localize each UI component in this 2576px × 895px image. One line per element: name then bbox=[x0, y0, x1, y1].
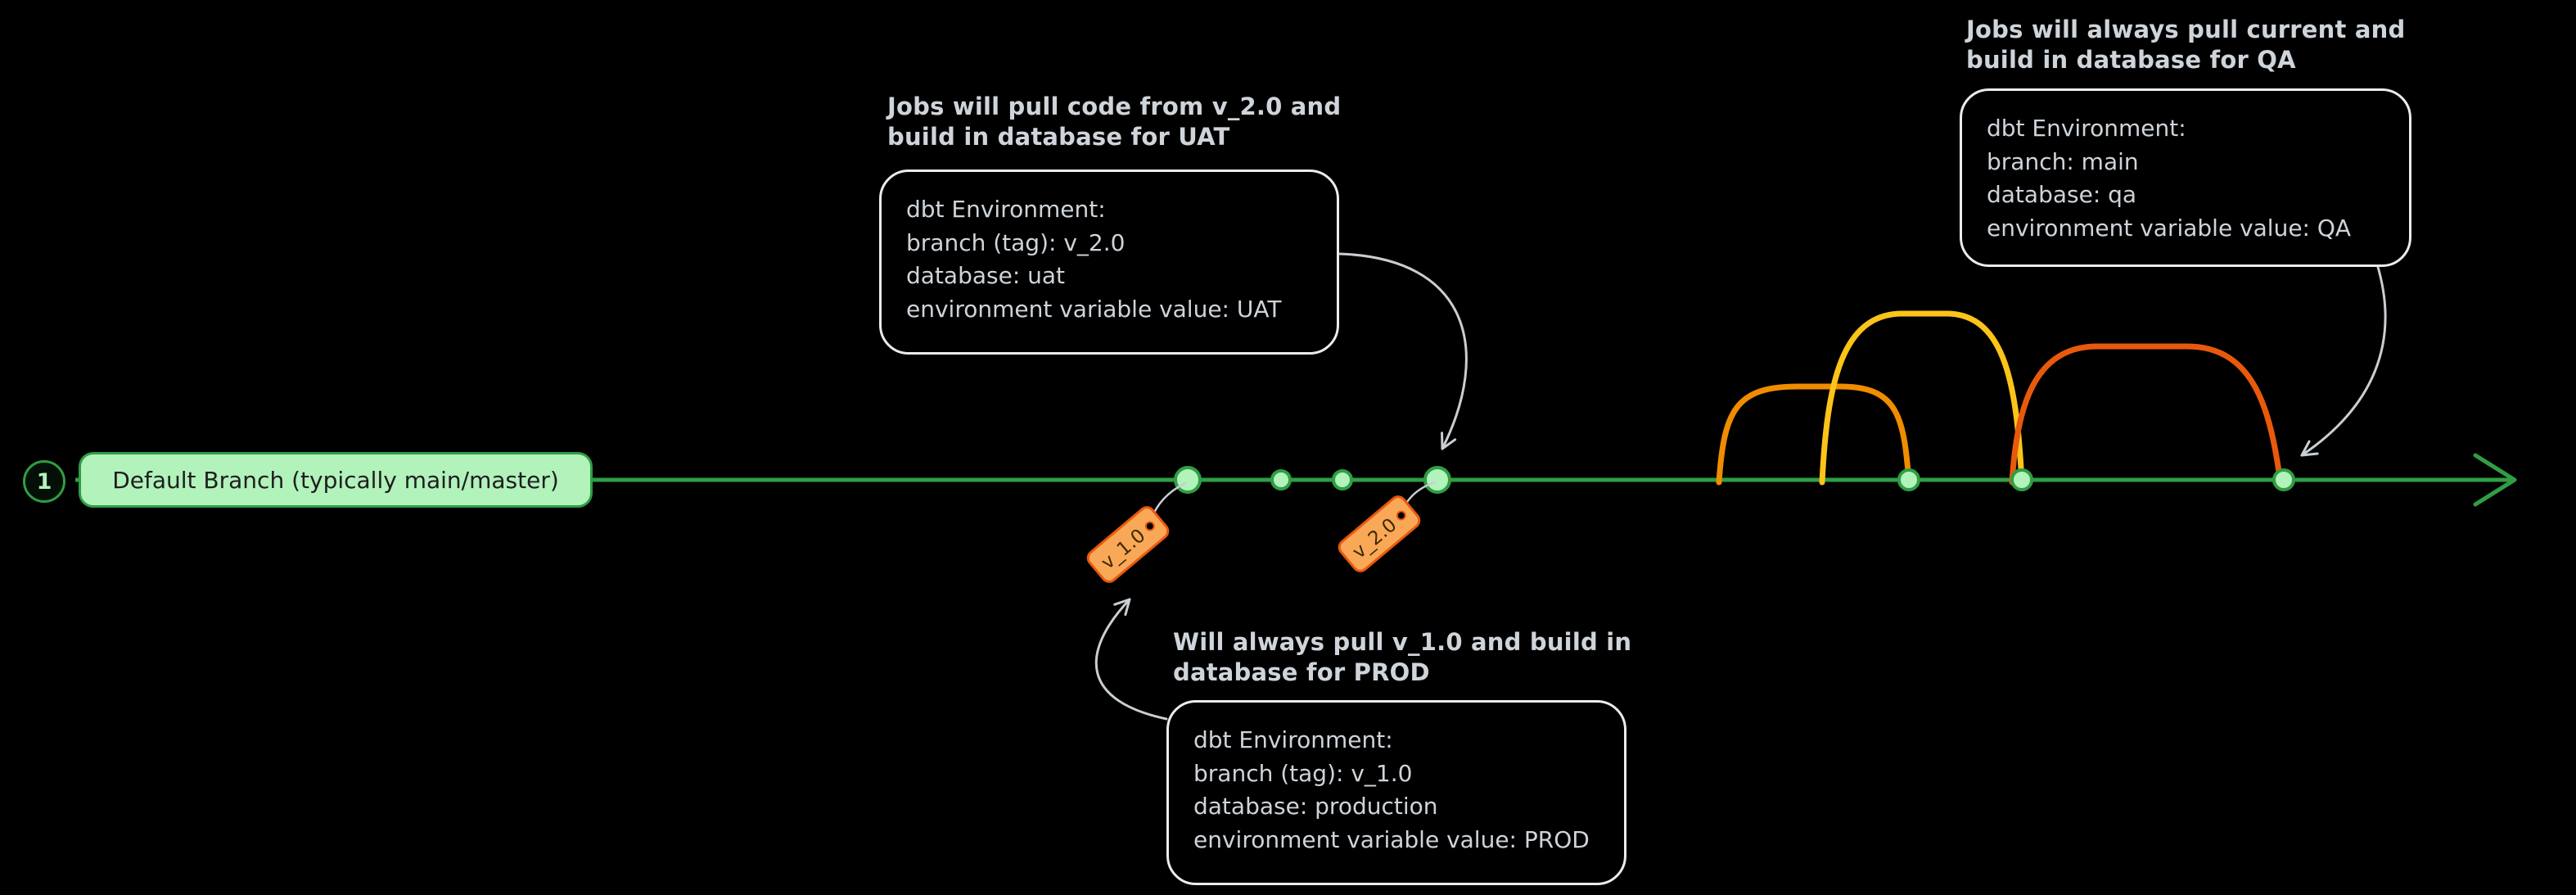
qa-line-2: branch: main bbox=[1987, 147, 2139, 175]
tag-v1: v_1.0 bbox=[1086, 506, 1170, 583]
commit-dot bbox=[1270, 469, 1292, 490]
commit-dot-merge-2 bbox=[2010, 468, 2033, 491]
feature-branch-arc-3 bbox=[2009, 343, 2284, 486]
commit-dot-current bbox=[2272, 468, 2295, 491]
commit-dot-v1-tag bbox=[1174, 466, 1202, 494]
uat-line-1: dbt Environment: bbox=[906, 196, 1106, 223]
prod-line-1: dbt Environment: bbox=[1193, 726, 1393, 753]
feature-branch-arc-2 bbox=[1819, 310, 2025, 486]
default-branch-label: Default Branch (typically main/master) bbox=[112, 466, 559, 494]
default-branch-pill: Default Branch (typically main/master) bbox=[79, 452, 593, 508]
commit-dot-merge-1 bbox=[1897, 468, 1920, 491]
uat-line-2: branch (tag): v_2.0 bbox=[906, 228, 1126, 256]
feature-branch-arc-1 bbox=[1716, 383, 1912, 486]
tag-v2-hole-icon bbox=[1396, 510, 1406, 521]
commit-dot-v2-tag bbox=[1423, 466, 1451, 494]
prod-connector-arrow bbox=[1094, 598, 1168, 721]
main-branch-arrowhead-icon bbox=[2473, 453, 2517, 507]
prod-line-4: environment variable value: PROD bbox=[1193, 825, 1590, 853]
uat-line-3: database: uat bbox=[906, 262, 1066, 290]
uat-line-4: environment variable value: UAT bbox=[906, 295, 1282, 323]
prod-heading: Will always pull v_1.0 and build in data… bbox=[1173, 628, 1632, 687]
tag-v1-hole-icon bbox=[1144, 521, 1155, 531]
prod-environment-box: dbt Environment: branch (tag): v_1.0 dat… bbox=[1166, 700, 1626, 885]
qa-heading: Jobs will always pull current and build … bbox=[1966, 16, 2406, 75]
qa-line-1: dbt Environment: bbox=[1987, 115, 2186, 142]
prod-line-2: branch (tag): v_1.0 bbox=[1193, 759, 1413, 787]
uat-connector-arrow bbox=[1338, 252, 1468, 450]
uat-environment-box: dbt Environment: branch (tag): v_2.0 dat… bbox=[879, 170, 1339, 355]
step-number-badge: 1 bbox=[23, 460, 65, 503]
commit-dot bbox=[1332, 469, 1353, 490]
tag-v2: v_2.0 bbox=[1338, 495, 1421, 572]
qa-line-4: environment variable value: QA bbox=[1987, 214, 2352, 242]
step-number-label: 1 bbox=[36, 468, 52, 495]
qa-line-3: database: qa bbox=[1987, 181, 2137, 209]
qa-connector-arrow bbox=[2300, 265, 2387, 457]
prod-line-3: database: production bbox=[1193, 793, 1438, 820]
qa-environment-box: dbt Environment: branch: main database: … bbox=[1960, 88, 2411, 267]
uat-heading: Jobs will pull code from v_2.0 and build… bbox=[887, 93, 1342, 151]
